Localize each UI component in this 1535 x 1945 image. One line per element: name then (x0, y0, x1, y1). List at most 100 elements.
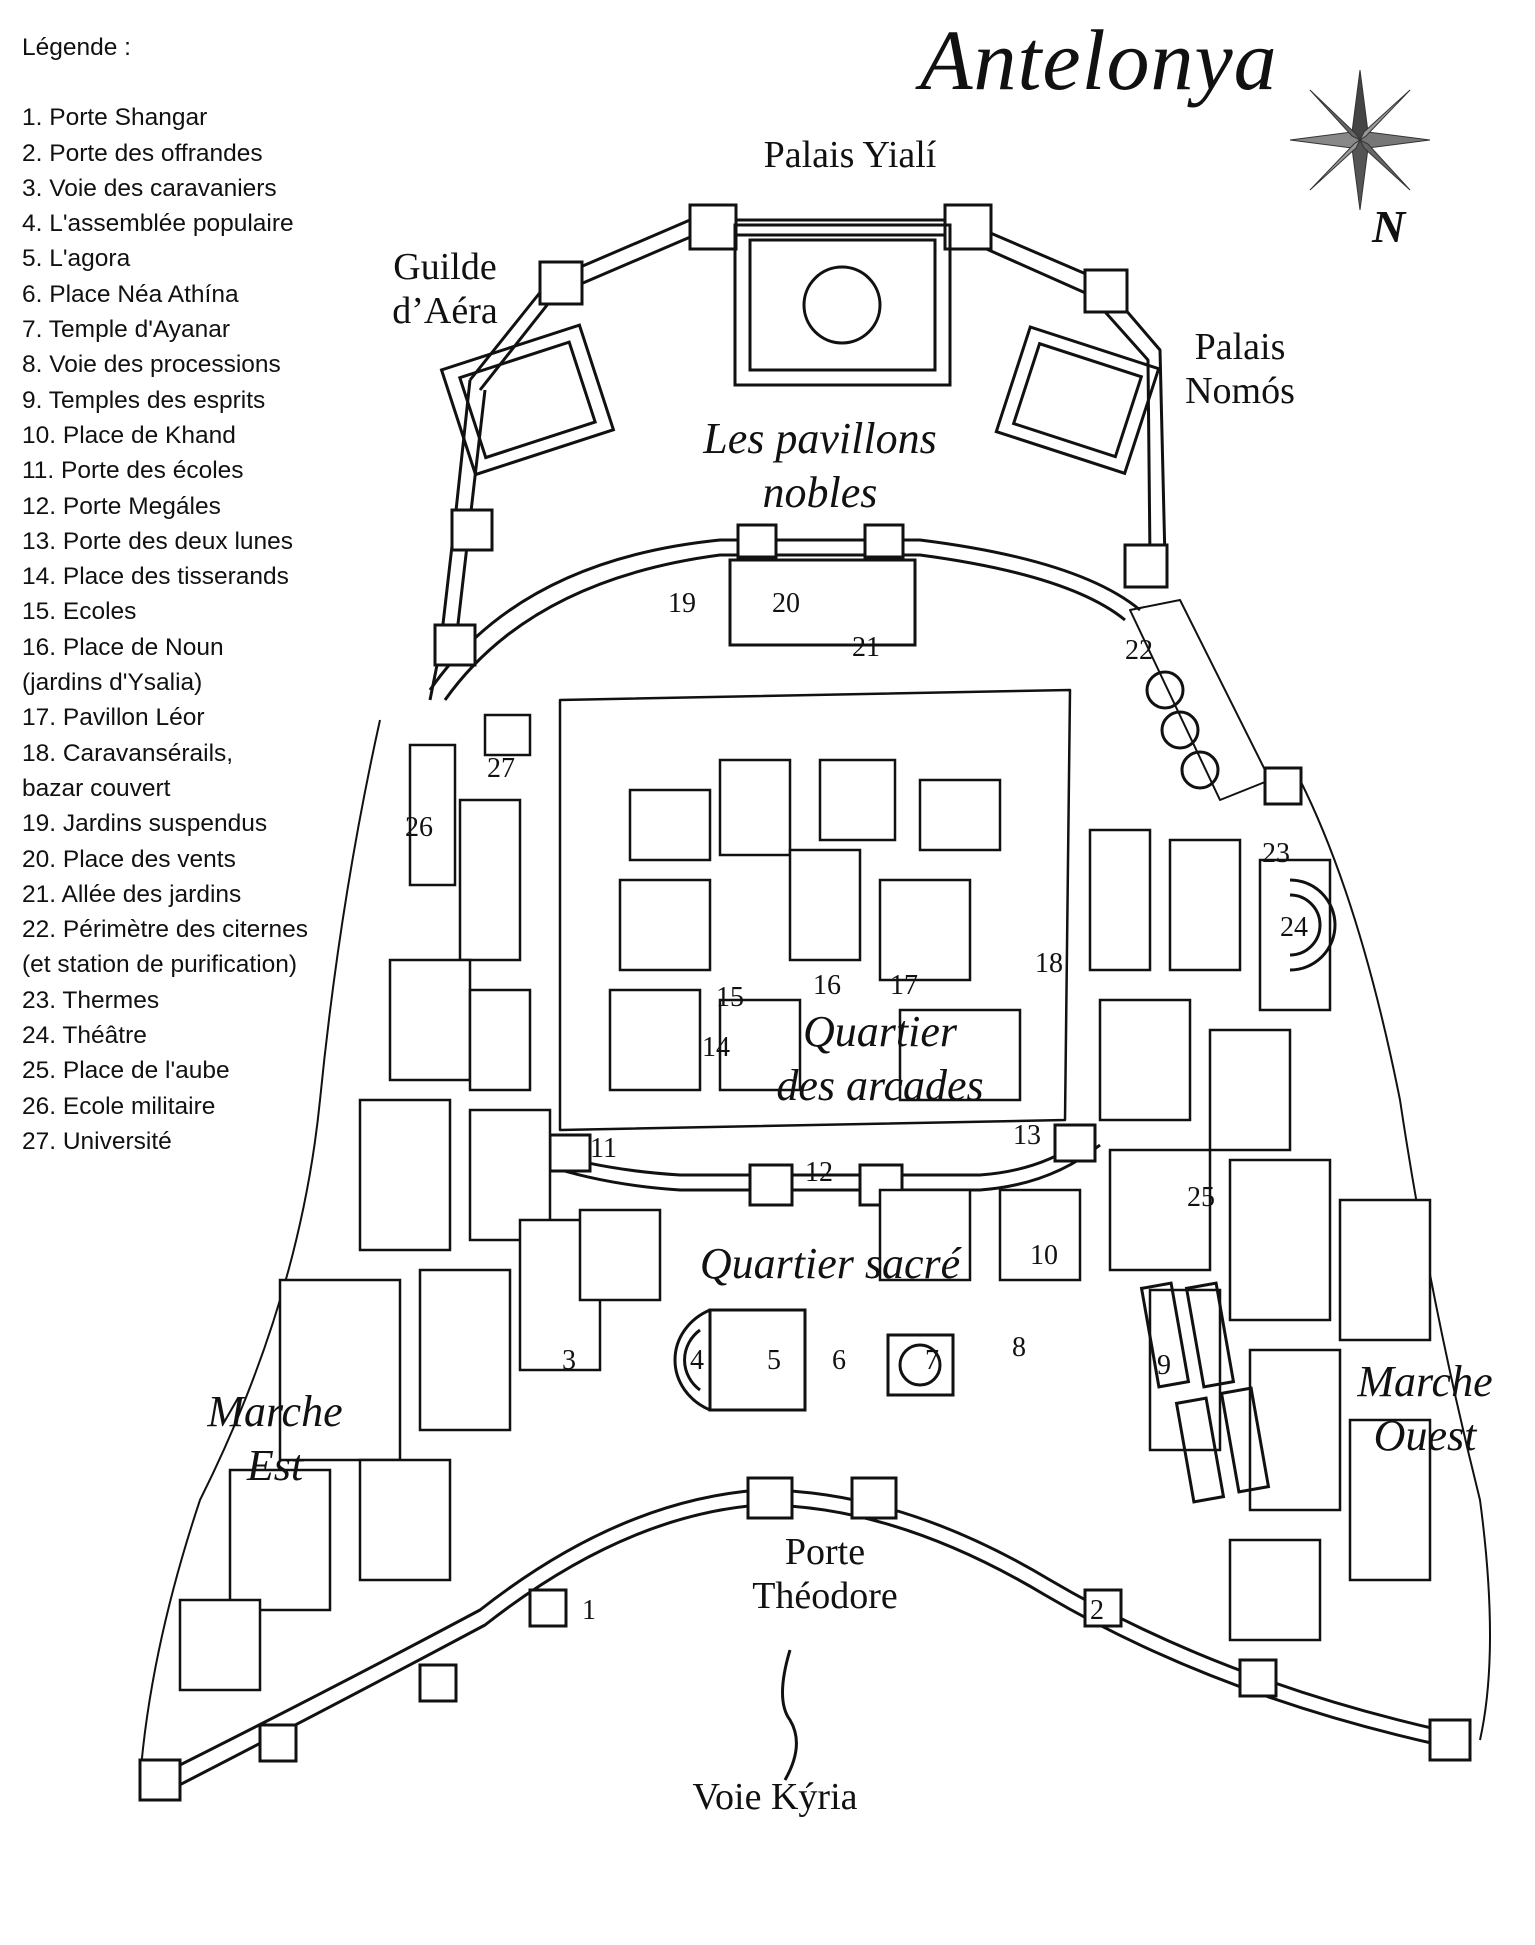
legend-item: 20. Place des vents (22, 845, 236, 873)
label-line: nobles (762, 468, 878, 517)
palais-yiali-building (733, 223, 952, 387)
label-line: des arcades (776, 1061, 984, 1110)
tower (450, 508, 494, 552)
legend-item: 17. Pavillon Léor (22, 704, 205, 732)
palais-nomos-building (994, 325, 1161, 476)
porte-theodore-tower (746, 1476, 794, 1520)
legend-title: Légende : (22, 34, 131, 61)
label-line: Quartier (803, 1007, 957, 1056)
theatre (1289, 878, 1337, 972)
legend-item: 27. Université (22, 1127, 172, 1155)
map-title: Antelonya (920, 12, 1278, 108)
legend-item: 10. Place de Khand (22, 421, 236, 449)
tower (736, 523, 778, 559)
map-number: 4 (690, 1345, 704, 1376)
map-number: 13 (1013, 1120, 1041, 1151)
label-line: Nomós (1185, 370, 1295, 412)
label-line: Palais (1194, 326, 1286, 368)
legend-item: 14. Place des tisserands (22, 563, 289, 591)
gate-13-tower (1053, 1123, 1097, 1163)
legend-item: 22. Périmètre des citernes (22, 916, 308, 944)
legend-item: 2. Porte des offrandes (22, 139, 263, 167)
tower (1083, 1588, 1123, 1628)
legend-item: 9. Temples des esprits (22, 386, 266, 414)
gate-12-tower (748, 1163, 794, 1207)
map-number: 21 (852, 632, 880, 663)
legend-item: 16. Place de Noun (22, 633, 224, 661)
label-palais-yiali: Palais Yialí (763, 134, 937, 176)
legend-item: 11. Porte des écoles (22, 457, 244, 485)
legend-item: 12. Porte Megáles (22, 492, 221, 520)
tower (1428, 1718, 1472, 1762)
inner-wall (428, 538, 1141, 691)
legend-item: 6. Place Néa Athína (22, 280, 239, 308)
cistern (1180, 750, 1220, 790)
palais-yiali-fountain (802, 265, 882, 345)
label-line: Les pavillons (703, 414, 937, 463)
tower (433, 623, 477, 667)
map-number: 16 (813, 970, 841, 1001)
label-palais-nomos: Palais Nomós (1170, 325, 1310, 413)
legend-item: 8. Voie des processions (22, 351, 281, 379)
map-number: 5 (767, 1345, 781, 1376)
legend-item: 23. Thermes (22, 986, 160, 1014)
tower (1123, 543, 1169, 589)
map-number: 17 (890, 970, 918, 1001)
map-number: 1 (582, 1595, 596, 1626)
legend-item: 5. L'agora (22, 245, 131, 273)
label-guilde-aera: Guilde d’Aéra (385, 245, 505, 333)
label-line: Marche (1357, 1357, 1493, 1406)
legend-item: bazar couvert (22, 774, 171, 802)
assemblee-populaire (673, 1308, 711, 1412)
label-line: Ouest (1373, 1411, 1477, 1460)
label-line: d’Aéra (392, 290, 498, 332)
label-line: Porte (784, 1531, 866, 1573)
label-pavillons-nobles: Les pavillons nobles (680, 412, 960, 520)
west-edge (139, 719, 381, 1781)
tower (1083, 268, 1129, 314)
label-quartier-arcades: Quartier des arcades (760, 1005, 1000, 1113)
tower (528, 1588, 568, 1628)
tower (863, 523, 905, 559)
tower (538, 260, 584, 306)
map-number: 6 (832, 1345, 846, 1376)
cistern (1145, 670, 1185, 710)
city-blocks (178, 713, 1432, 1692)
map-number: 15 (716, 982, 744, 1013)
map-number: 27 (487, 753, 515, 784)
tower (688, 203, 738, 251)
temples-esprits (1139, 1281, 1191, 1389)
north-label: N (1372, 201, 1406, 252)
tower (418, 1663, 458, 1703)
map-number: 24 (1280, 912, 1308, 943)
map-number: 23 (1262, 838, 1290, 869)
tower (1238, 1658, 1278, 1698)
map-number: 26 (405, 812, 433, 843)
label-marche-ouest: Marche Ouest (1340, 1355, 1510, 1463)
map-number: 11 (590, 1133, 617, 1164)
map-number: 2 (1090, 1595, 1104, 1626)
legend-item: 13. Porte des deux lunes (22, 527, 294, 555)
tower (258, 1723, 298, 1763)
legend-item: 1. Porte Shangar (22, 104, 208, 132)
map-number: 9 (1157, 1350, 1171, 1381)
map-number: 8 (1012, 1332, 1026, 1363)
place-des-vents (728, 558, 917, 647)
map-number: 3 (562, 1345, 576, 1376)
tower (1263, 766, 1303, 806)
legend-list: 1. Porte Shangar 2. Porte des offrandes … (22, 100, 382, 1159)
label-line: Est (246, 1441, 304, 1490)
temple-ayanar (886, 1333, 955, 1397)
label-marche-est: Marche Est (195, 1385, 355, 1493)
legend-item: 24. Théâtre (22, 1022, 147, 1050)
map-number: 7 (925, 1345, 939, 1376)
agora (708, 1308, 807, 1412)
map-number: 25 (1187, 1182, 1215, 1213)
legend-item: 4. L'assemblée populaire (22, 210, 294, 238)
label-quartier-sacre: Quartier sacré (699, 1239, 961, 1288)
legend: Légende : 1. Porte Shangar 2. Porte des … (22, 30, 382, 1159)
legend-item: 18. Caravansérails, (22, 739, 234, 767)
label-porte-theodore: Porte Théodore (720, 1530, 930, 1618)
tower (943, 203, 993, 251)
